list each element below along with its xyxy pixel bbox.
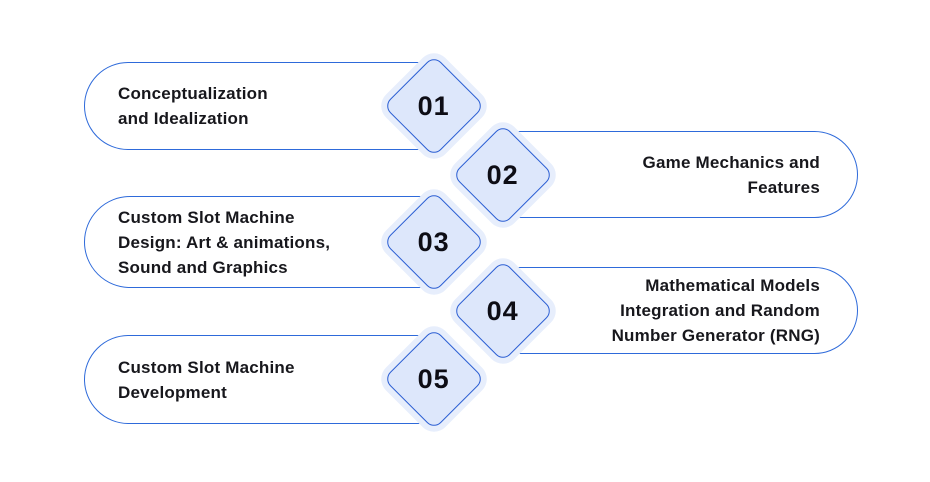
- step-1-number: 01: [417, 90, 451, 121]
- step-5-pill: Custom Slot Machine Development: [84, 335, 470, 424]
- step-3-label: Custom Slot Machine Design: Art & animat…: [118, 207, 331, 277]
- step-1-label: Conceptualization and Idealization: [118, 84, 268, 128]
- step-5-label: Custom Slot Machine Development: [118, 357, 295, 402]
- step-4-label: Mathematical Models Integration and Rand…: [611, 276, 820, 345]
- step-2-number: 02: [486, 159, 520, 190]
- step-5-number: 05: [417, 363, 451, 394]
- step-3-number: 03: [417, 226, 451, 257]
- step-2-label: Game Mechanics and Features: [642, 152, 820, 197]
- step-4-number: 04: [486, 295, 520, 326]
